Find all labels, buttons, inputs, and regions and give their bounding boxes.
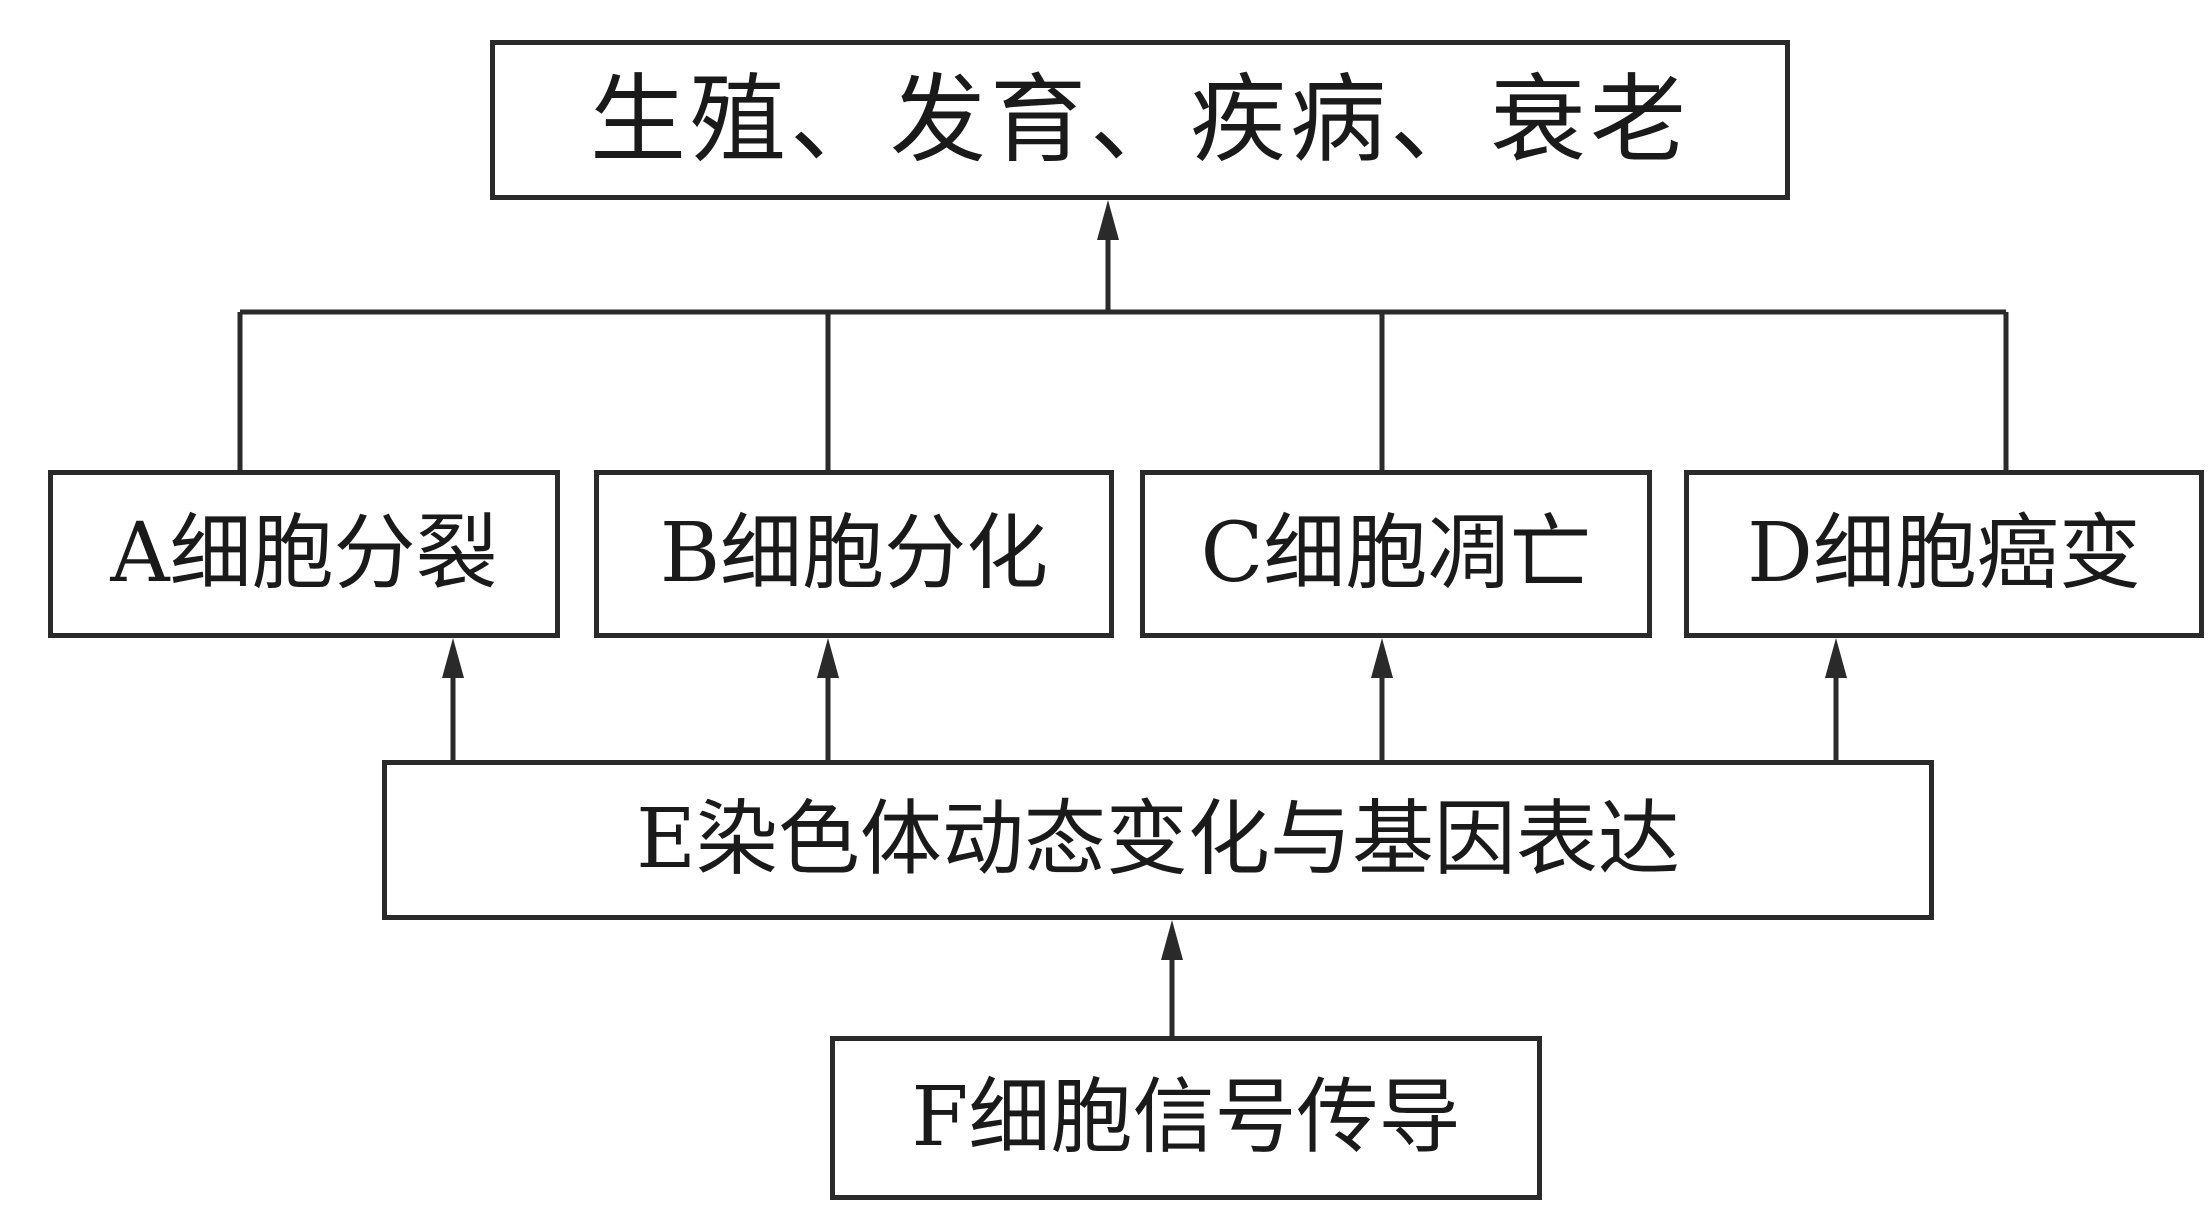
cell-signaling-label: F细胞信号传导 — [911, 1070, 1461, 1165]
outcome-box: 生殖、发育、疾病、衰老 — [490, 40, 1790, 200]
arrowhead-to-c — [1371, 638, 1393, 678]
arrowhead-to-top — [1097, 200, 1119, 240]
arrowhead-to-d — [1825, 638, 1847, 678]
cell-division-box: A细胞分裂 — [48, 470, 560, 638]
chromosome-gene-expression-label: E染色体动态变化与基因表达 — [636, 792, 1680, 887]
cell-carcinogenesis-box: D细胞癌变 — [1684, 470, 2204, 638]
cell-carcinogenesis-label: D细胞癌变 — [1747, 506, 2141, 601]
arrowhead-to-e — [1161, 920, 1183, 960]
cell-division-label: A细胞分裂 — [110, 506, 498, 601]
arrowhead-to-b — [817, 638, 839, 678]
cell-apoptosis-label: C细胞凋亡 — [1200, 506, 1592, 601]
cell-differentiation-label: B细胞分化 — [659, 506, 1049, 601]
chromosome-gene-expression-box: E染色体动态变化与基因表达 — [382, 760, 1934, 920]
cell-signaling-box: F细胞信号传导 — [830, 1036, 1542, 1200]
cell-apoptosis-box: C细胞凋亡 — [1140, 470, 1652, 638]
cell-differentiation-box: B细胞分化 — [594, 470, 1114, 638]
outcome-label: 生殖、发育、疾病、衰老 — [590, 64, 1690, 176]
arrowhead-to-a — [442, 638, 464, 678]
